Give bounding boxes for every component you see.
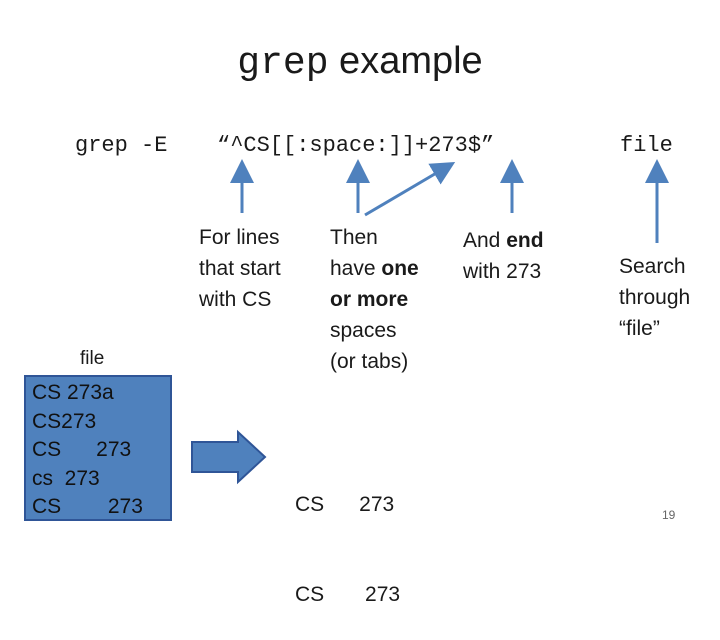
grep-command: grep -E [75,133,168,158]
file-line: CS 273a [32,381,114,404]
note-search-file: Search through “file” [619,255,691,340]
note-end-prefix: And [463,229,507,252]
big-right-arrow-icon [191,429,267,485]
arrow-to-plus [364,161,456,217]
file-line: CS 273 [32,438,132,461]
result-line: CS 273 [295,583,401,606]
slide-title: grep example [0,40,720,85]
note-lines-start: For lines that start with CS [199,226,281,311]
note-one-or-more-bold: one or more [330,257,419,311]
note-one-or-more-suffix: spaces (or tabs) [330,319,409,373]
note-one-or-more: Then have one or more spaces (or tabs) [330,222,419,377]
title-text: example [328,40,483,82]
title-code: grep [237,42,329,85]
file-line: CS273 [32,409,97,433]
file-contents-box: CS 273a CS273 CS 273 cs 273 CS 273 [24,375,172,521]
file-line: cs 273 [32,466,100,490]
note-end-with: And end with 273 [463,225,544,287]
file-label: file [80,348,105,369]
result-line: CS 273 [295,493,395,516]
note-one-or-more-prefix: Then have [330,226,378,280]
page-number: 19 [662,508,676,522]
file-argument: file [620,133,673,158]
regex-pattern: “^CS[[:space:]]+273$” [217,133,495,158]
annotation-arrows [191,159,669,485]
note-end-bold: end [506,229,544,252]
note-end-suffix: with 273 [463,260,542,283]
file-line: CS 273 [32,495,143,518]
